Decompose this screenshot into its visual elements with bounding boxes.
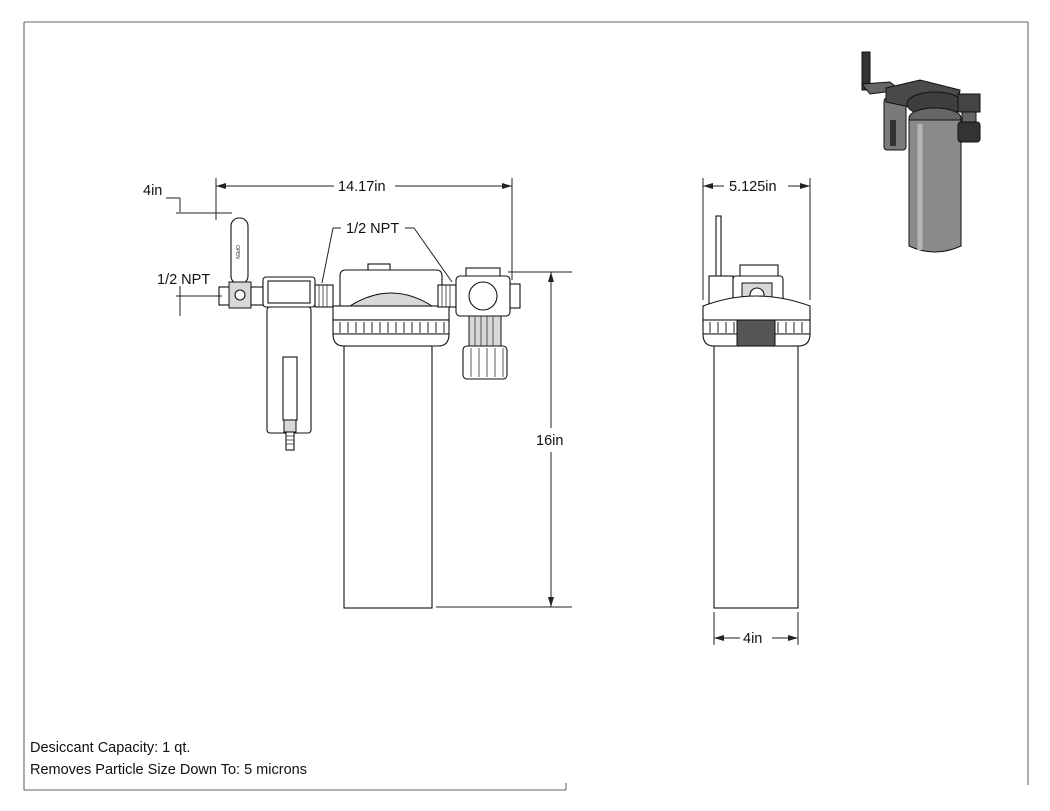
inlet-port-label: 1/2 NPT — [157, 272, 210, 288]
ball-valve-handle: OPEN — [230, 217, 249, 285]
overall-width-label: 14.17in — [338, 179, 386, 195]
isometric-view — [861, 51, 981, 253]
side-head-ribs — [709, 322, 803, 333]
outlet-nipple — [437, 284, 457, 308]
particulate-filter — [262, 276, 316, 451]
desiccant-head — [332, 263, 450, 347]
canister-diameter-label: 4in — [743, 631, 762, 647]
head-ribs — [339, 322, 445, 333]
pressure-regulator — [455, 267, 521, 380]
inlet-nipple — [314, 284, 334, 308]
desiccant-canister — [343, 345, 433, 609]
outlet-port-label: 1/2 NPT — [346, 221, 399, 237]
sheet-border — [23, 21, 1029, 791]
side-canister — [713, 345, 799, 609]
front-view: OPEN — [218, 217, 521, 609]
front-dimensions: 14.17in 4in 1/2 NPT 1/2 NPT 16in — [143, 178, 572, 608]
ball-valve-body — [218, 281, 264, 309]
side-dimensions: 5.125in 4in — [702, 178, 811, 647]
side-width-label: 5.125in — [729, 179, 777, 195]
desiccant-capacity-note: Desiccant Capacity: 1 qt. — [30, 740, 191, 756]
side-view — [702, 215, 811, 609]
height-label: 16in — [536, 433, 563, 449]
svg-text:OPEN: OPEN — [234, 245, 240, 259]
particle-size-note: Removes Particle Size Down To: 5 microns — [30, 762, 307, 778]
handle-offset-label: 4in — [143, 183, 162, 199]
